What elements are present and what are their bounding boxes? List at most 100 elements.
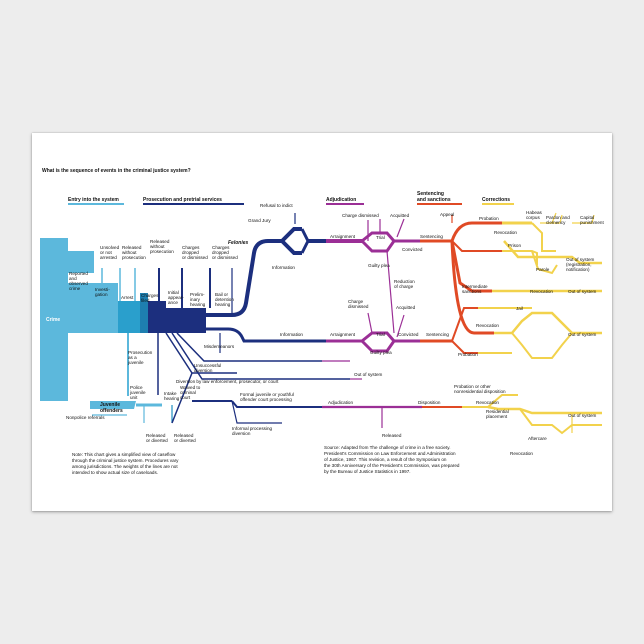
prelim-hearing-label: Prelim- — [190, 292, 205, 297]
guilty-plea2-label: Guilty plea — [370, 350, 392, 355]
arraignment-label: Arraignment — [330, 234, 356, 239]
pardon-label-2: clemency — [546, 220, 566, 225]
initial-appearance-label: Initial — [168, 290, 179, 295]
prosecution-juvenile-label-2: as a — [128, 355, 137, 360]
jail-label: Jail — [516, 306, 523, 311]
source-line-4: the 30th Anniversary of the President's … — [324, 463, 460, 468]
source-line-5: by the Bureau of Justice Statistics in 1… — [324, 469, 411, 474]
corrections-labels: Probation Habeas corpus Pardon and cleme… — [454, 210, 604, 456]
reported-block — [68, 283, 94, 333]
sentencing2-label: Sentencing — [426, 332, 449, 337]
adjudication-label: Adjudication — [328, 400, 353, 405]
sentencing-flows — [420, 215, 502, 408]
charges-dd-label-2: dropped — [182, 250, 199, 255]
released-np-label-2: without — [122, 250, 137, 255]
unsolved-label-3: arrested — [100, 255, 117, 260]
revocation3-label: Revocation — [476, 323, 499, 328]
guilty-plea-label: Guilty plea — [368, 263, 390, 268]
intake-hearing-label-2: hearing — [164, 396, 180, 401]
formal-processing-label-2: offender court processing — [240, 397, 292, 402]
refusal-to-indict-label: Refusal to indict — [260, 203, 293, 208]
note-line-1: Note: This chart gives a simplified view… — [72, 452, 176, 457]
revocation5-label: Revocation — [510, 451, 533, 456]
charge-dismissed-label: Charge dismissed — [342, 213, 379, 218]
corrections-flows — [462, 212, 602, 435]
flowchart-diagram: What is the sequence of events in the cr… — [40, 168, 604, 475]
out-of-system2-label: Out of system — [568, 289, 597, 294]
pardon-label: Pardon and — [546, 215, 570, 220]
released-diverted-label-1-2: or diverted — [146, 438, 168, 443]
grand-jury-label: Grand Jury — [248, 218, 271, 223]
released-np2-label-3: prosecution — [150, 249, 174, 254]
released-np-label-3: prosecution — [122, 255, 146, 260]
charges-filed-label: Charges — [141, 293, 159, 298]
capital-punishment-label-2: punishment — [580, 220, 604, 225]
aftercare-label: Aftercare — [528, 436, 547, 441]
prison-label: Prison — [508, 243, 521, 248]
released-np-label: Released — [122, 245, 142, 250]
reported-flow — [68, 251, 94, 273]
investigation-block — [94, 283, 118, 333]
diagram-title: What is the sequence of events in the cr… — [42, 168, 191, 174]
misdemeanors-label: Misdemeanors — [204, 344, 235, 349]
charges-dd2-label-3: or dismissed — [212, 255, 238, 260]
stage-prosecution: Prosecution and pretrial services — [143, 197, 222, 203]
out-of-system-registration-label-2: (registration, — [566, 262, 592, 267]
information-label: Information — [272, 265, 295, 270]
police-juvenile-label-3: unit — [130, 395, 138, 400]
arraignment2-label: Arraignment — [330, 332, 356, 337]
note-line-2: through the criminal justice system. Pro… — [72, 458, 179, 463]
waived-label: Waived to — [180, 385, 201, 390]
initial-appearance-label-3: ance — [168, 300, 178, 305]
stage-headers: Entry into the system Prosecution and pr… — [68, 191, 514, 205]
police-juvenile-label-2: juvenile — [129, 390, 146, 395]
investigation-label: Investi- — [95, 287, 110, 292]
out-of-system4-label: Out of system — [568, 413, 597, 418]
probation2-label: Probation — [458, 352, 478, 357]
revocation4-label: Revocation — [476, 400, 499, 405]
bail-hearing-label: Bail or — [215, 292, 228, 297]
released-np2-label: Released — [150, 239, 170, 244]
bail-hearing-label-2: detention — [215, 297, 234, 302]
crime-label: Crime — [46, 317, 60, 323]
source-block: Source: Adapted from The challenge of cr… — [324, 445, 460, 474]
stage-adjudication: Adjudication — [326, 197, 356, 203]
informal-processing-label: Informal processing — [232, 426, 273, 431]
waived-label-2: criminal — [180, 390, 196, 395]
formal-processing-label: Formal juvenile or youthful — [240, 392, 294, 397]
stage-sentencing-1: Sentencing — [417, 191, 444, 197]
sentencing-label: Sentencing — [420, 234, 443, 239]
acquitted2-label: Acquitted — [396, 305, 416, 310]
prosecution-juvenile-label: Prosecution — [128, 350, 153, 355]
revocation2-label: Revocation — [530, 289, 553, 294]
habeas-corpus-label: Habeas — [526, 210, 543, 215]
poster: What is the sequence of events in the cr… — [32, 133, 612, 511]
charges-dd-label-3: or dismissed — [182, 255, 208, 260]
reduction-label-2: of charge — [394, 284, 414, 289]
charge-dismissed2-label-2: dismissed — [348, 304, 369, 309]
source-line-3: of Justice, 1967. This revision, a resul… — [324, 457, 447, 462]
out-of-system-registration-label: Out of system — [566, 257, 595, 262]
habeas-corpus-label-2: corpus — [526, 215, 540, 220]
released-diverted-label-1: Released — [146, 433, 166, 438]
intermediate-sanctions-label: Intermediate — [462, 284, 488, 289]
informal-processing-label-2: diversion — [232, 431, 251, 436]
trial2-label: Trial — [376, 332, 385, 337]
prosecution-flows — [148, 213, 350, 424]
source-line-2: President's Commission on Law Enforcemen… — [324, 451, 456, 456]
entry-labels: Crime Reported and observed crime Invest… — [46, 245, 159, 323]
adjudication-flows — [322, 218, 422, 428]
trial-label: Trial — [376, 235, 385, 240]
diversion-label: Diversion by law enforcement, prosecutor… — [176, 379, 279, 384]
probation-other-label-2: nonresidential disposition — [454, 389, 506, 394]
initial-appearance-label-2: appear- — [168, 295, 184, 300]
note-block: Note: This chart gives a simplified view… — [72, 452, 179, 475]
charges-dd2-label: Charges — [212, 245, 230, 250]
revocation-label: Revocation — [494, 230, 517, 235]
investigation-label-2: gation — [95, 292, 108, 297]
acquitted-label: Acquitted — [390, 213, 410, 218]
reported-label-4: crime — [69, 286, 81, 291]
charges-filed-label-2: filed — [141, 298, 150, 303]
arrest-block — [118, 301, 140, 333]
nonpolice-referrals-label: Nonpolice referrals — [66, 415, 105, 420]
